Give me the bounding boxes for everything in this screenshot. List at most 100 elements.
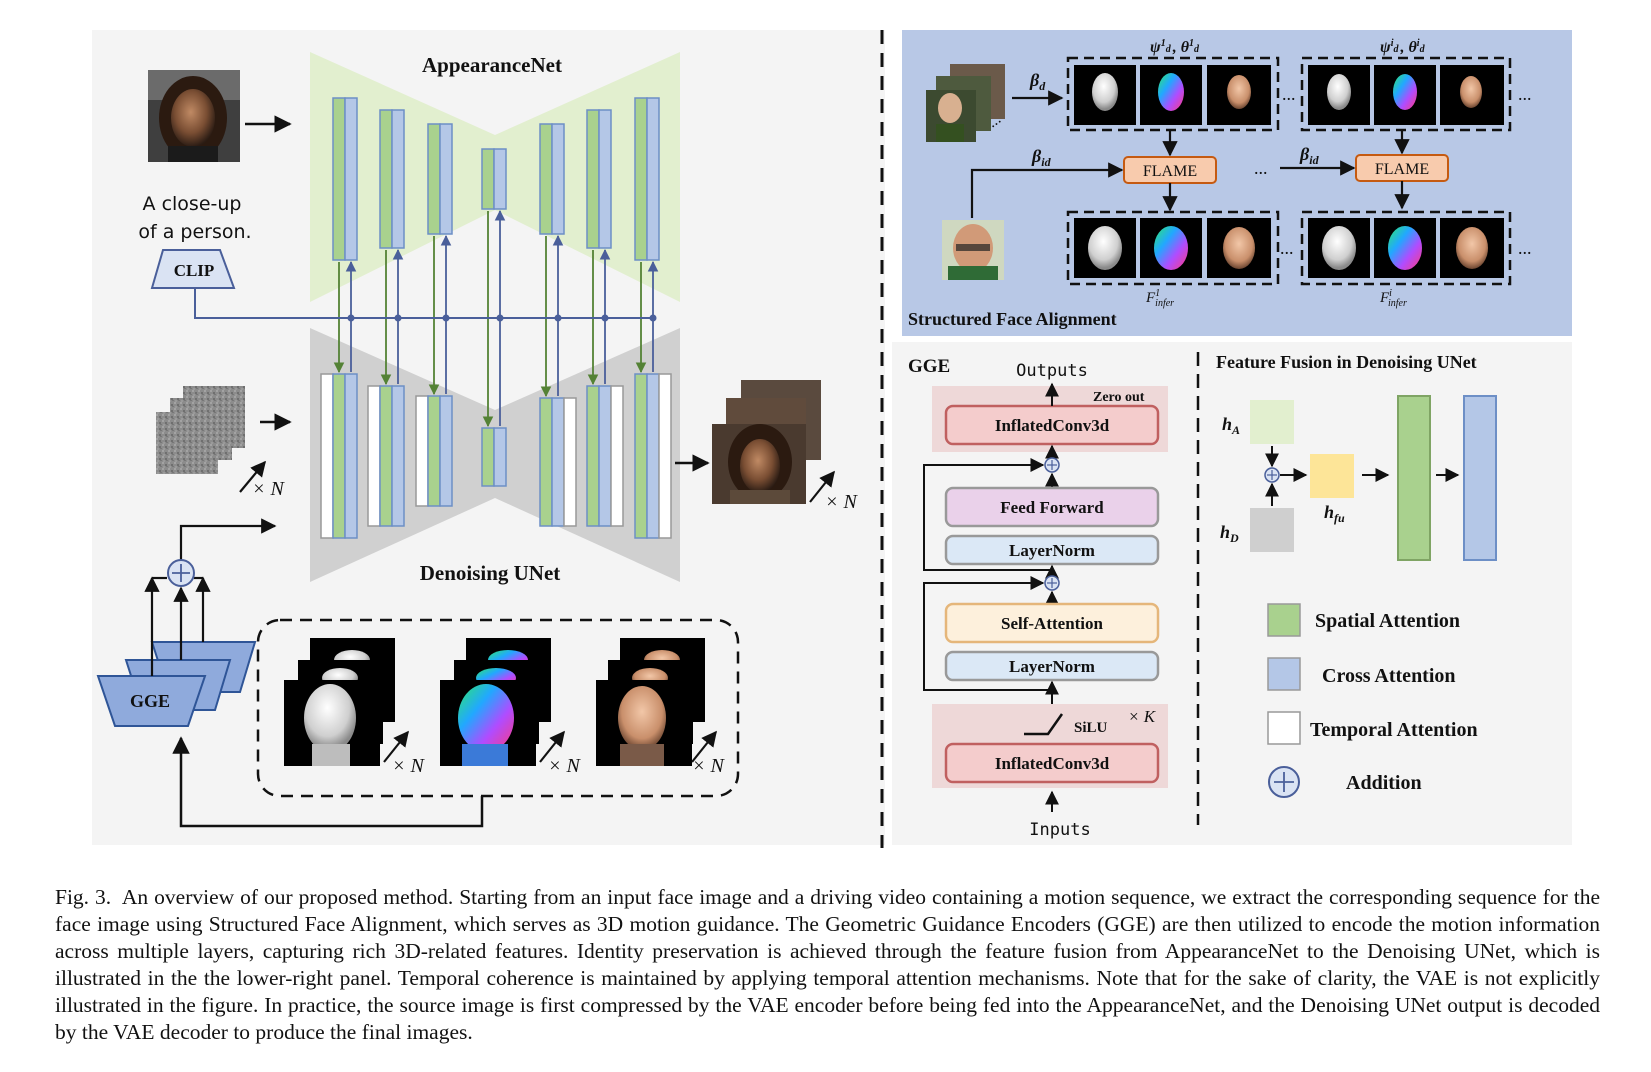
sfa-ellipsis-bottom-mid: ...: [1280, 238, 1294, 258]
noise-times-n-arrow: [239, 460, 266, 493]
inferred-group-i: [1300, 210, 1512, 286]
source-identity-face: [942, 220, 1004, 280]
beta-id-label-1: βid: [1031, 146, 1052, 169]
denoising-unet-blocks: [320, 373, 672, 539]
addition-icon-top: [1044, 457, 1060, 473]
fusion-title: Feature Fusion in Denoising UNet: [1216, 352, 1477, 372]
inferred-group-i-renders: [1308, 218, 1504, 278]
beta-id-label-i: βid: [1299, 144, 1320, 167]
self-attention-label: Self-Attention: [1001, 614, 1104, 633]
identity-to-flame1-arrow: [970, 162, 1124, 218]
legend-addition-icon: [1268, 766, 1300, 798]
clip-encoder: [150, 249, 236, 289]
h-a-square: [1250, 400, 1294, 444]
inflated-conv-top-label: InflatedConv3d: [995, 416, 1110, 435]
noise-latents: [156, 386, 245, 474]
sfa-ellipsis-top-mid: ...: [1282, 84, 1296, 104]
times-k-label: × K: [1128, 707, 1157, 726]
h-fu-label: hfu: [1324, 502, 1345, 525]
residual-loop-bottom: [923, 576, 1052, 691]
sfa-ellipsis-mid: ...: [1254, 158, 1268, 178]
legend: Spatial Attention Cross Attention Tempor…: [1267, 603, 1478, 798]
self-attention-block: [944, 602, 1160, 644]
param-group-1-renders: [1074, 65, 1271, 125]
prompt-line-1: A close-up: [143, 193, 242, 215]
denoising-unet-title: Denoising UNet: [420, 561, 561, 585]
flame-label-1: FLAME: [1143, 163, 1197, 180]
noise-times-n: × N: [252, 478, 285, 500]
legend-swatch-temporal: [1267, 711, 1301, 745]
legend-label-cross: Cross Attention: [1322, 665, 1456, 687]
residual-loop-top: [923, 458, 1052, 571]
overview-figure: AppearanceNet Denoising UNet: [92, 30, 1572, 848]
sfa-title: Structured Face Alignment: [908, 309, 1117, 329]
normal-map-sequence: [440, 638, 551, 766]
h-a-label: hA: [1222, 414, 1240, 437]
legend-label-temporal: Temporal Attention: [1310, 719, 1478, 741]
fusion-cross-block: [1463, 395, 1497, 561]
sfa-ellipsis-bottom-right: ...: [1518, 238, 1532, 258]
silu-label: SiLU: [1074, 720, 1108, 736]
prompt-line-2: of a person.: [138, 221, 251, 243]
figure-caption: Fig. 3. An overview of our proposed meth…: [55, 884, 1600, 1046]
normal-times-n: × N: [548, 755, 581, 777]
caption-label: Fig. 3.: [55, 885, 112, 909]
inferred-group-1-renders: [1074, 218, 1271, 278]
layernorm-block-bottom: [944, 650, 1160, 682]
gge-label: GGE: [130, 691, 170, 711]
zero-out-label: Zero out: [1093, 390, 1145, 405]
layernorm-top-label: LayerNorm: [1009, 541, 1095, 560]
appearance-net-blocks: [332, 97, 660, 261]
param-group-i-renders: [1308, 65, 1504, 125]
appearance-net-title: AppearanceNet: [422, 53, 562, 77]
normal-times-n-arrow: [539, 730, 565, 763]
gge-inputs-label: Inputs: [1029, 820, 1090, 840]
depth-times-n: × N: [392, 755, 425, 777]
output-video-frames: [712, 380, 821, 504]
face-times-n-arrow: [691, 730, 717, 763]
feed-forward-block: [944, 486, 1160, 528]
fusion-spatial-block: [1397, 395, 1431, 561]
layernorm-block-top: [944, 534, 1160, 566]
psi-theta-1-label: ψ1d, θ1d: [1150, 38, 1200, 56]
gge-addition-icon: [167, 559, 195, 587]
clip-label: CLIP: [174, 261, 215, 280]
depth-map-sequence: [284, 638, 395, 766]
param-group-i: [1300, 56, 1512, 132]
output-times-n: × N: [825, 491, 858, 513]
h-d-square: [1250, 508, 1294, 552]
legend-label-addition: Addition: [1346, 772, 1422, 794]
guidance-to-gge-arrow: [172, 736, 484, 828]
legend-swatch-spatial: [1267, 603, 1301, 637]
beta-d-label: βd: [1029, 70, 1046, 93]
h-d-label: hD: [1220, 522, 1239, 545]
feed-forward-label: Feed Forward: [1000, 498, 1104, 517]
driving-video-thumbnails: [926, 64, 1005, 142]
inflated-conv-bottom-label: InflatedConv3d: [995, 754, 1110, 773]
rendered-face-sequence: [596, 638, 705, 766]
gge-outputs-label: Outputs: [1016, 361, 1088, 381]
legend-label-spatial: Spatial Attention: [1315, 610, 1460, 632]
psi-theta-i-label: ψid, θid: [1380, 38, 1426, 56]
depth-times-n-arrow: [383, 730, 409, 763]
addition-icon-mid: [1044, 575, 1060, 591]
sfa-ellipsis-top-right: ...: [1518, 84, 1532, 104]
fusion-addition-icon: [1264, 467, 1280, 483]
flame-label-i: FLAME: [1375, 161, 1429, 178]
gge-detail-title: GGE: [908, 356, 950, 377]
clip-text-line: [194, 288, 657, 322]
legend-swatch-cross: [1267, 657, 1301, 691]
layernorm-bottom-label: LayerNorm: [1009, 657, 1095, 676]
reference-face-image: [148, 70, 240, 162]
h-fu-square: [1310, 454, 1354, 498]
face-times-n: × N: [692, 755, 725, 777]
param-group-1: [1066, 56, 1280, 132]
inferred-group-1: [1066, 210, 1280, 286]
output-times-n-arrow: [809, 470, 835, 503]
caption-text: An overview of our proposed method. Star…: [55, 885, 1600, 1044]
gge-aggregation: [144, 518, 277, 676]
inflated-conv-bottom: [944, 742, 1160, 784]
silu-curve-icon: [1024, 713, 1064, 736]
